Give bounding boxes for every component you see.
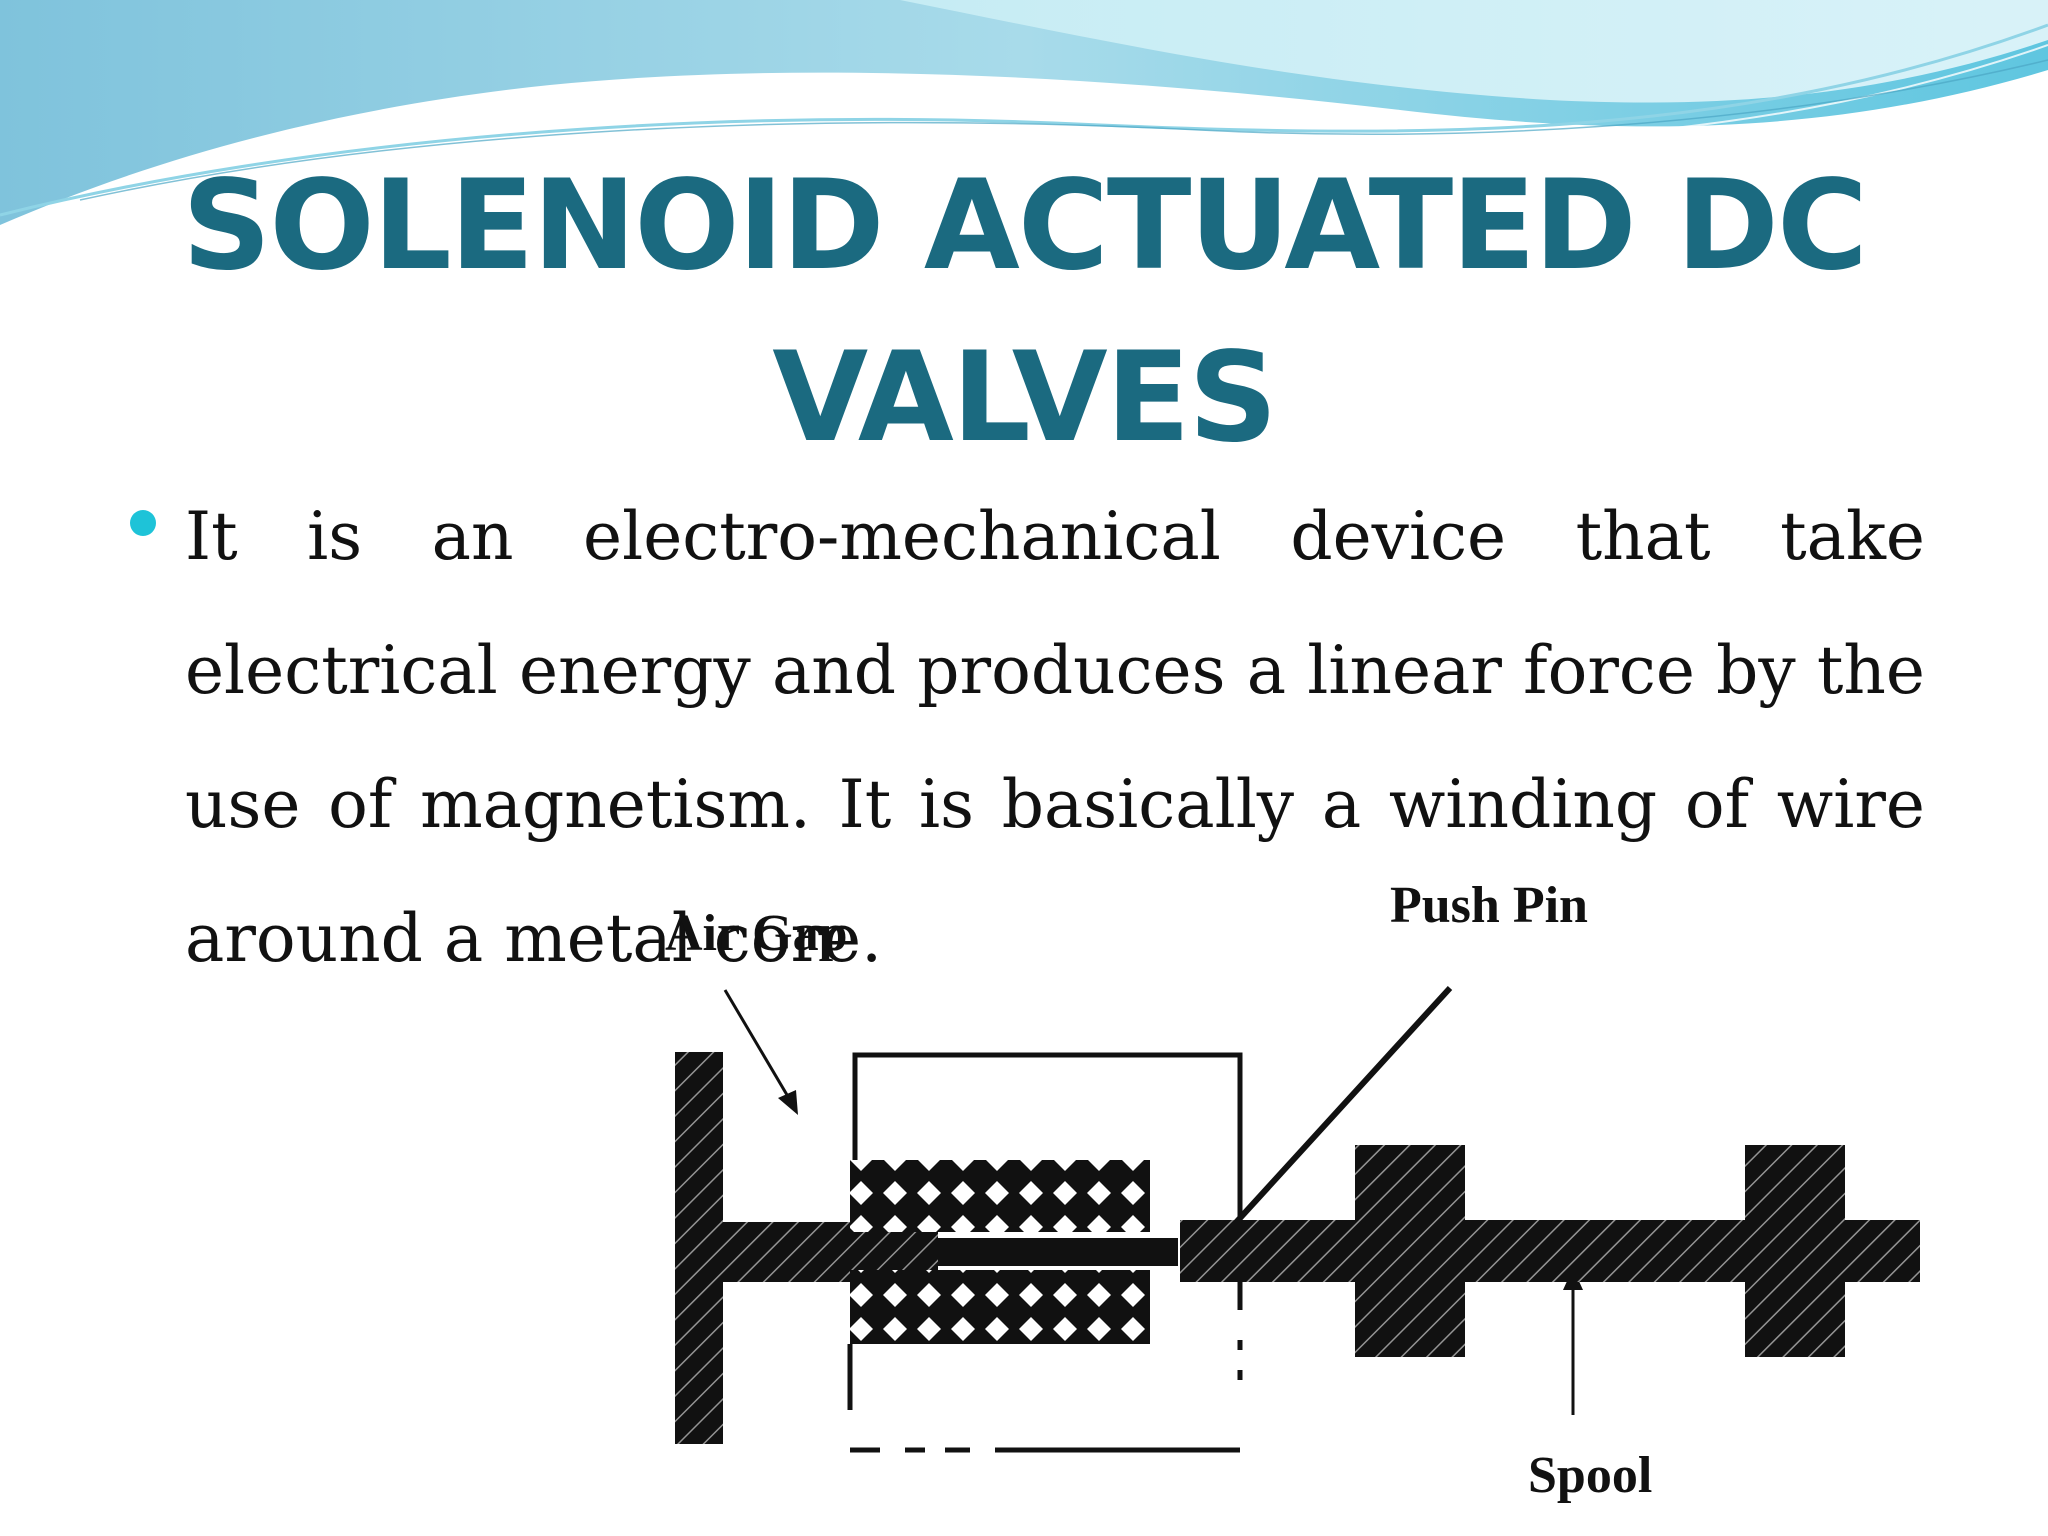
slide-title: SOLENOID ACTUATED DC VALVES — [0, 140, 2048, 484]
bullet-text: It is an electro-mechanical device that … — [185, 498, 1925, 977]
air-gap-label: Air Gap — [665, 905, 848, 962]
spool-land-right — [1745, 1145, 1845, 1357]
spool-label: Spool — [1528, 1447, 1652, 1504]
solenoid-housing — [847, 1052, 1243, 1453]
title-line-1: SOLENOID ACTUATED DC — [182, 154, 1868, 298]
coil-bottom — [850, 1270, 1150, 1344]
spool-land-left — [1355, 1145, 1465, 1357]
push-pin — [938, 1238, 1178, 1266]
push-pin-leader — [1217, 985, 1453, 1243]
air-gap-arrow — [723, 989, 798, 1115]
coil-top — [850, 1160, 1150, 1232]
solenoid-valve-diagram: Air Gap Push Pin Spool — [665, 877, 1920, 1504]
core-plate — [675, 1052, 723, 1444]
title-line-2: VALVES — [772, 326, 1277, 470]
spool-arrow — [1563, 1268, 1583, 1415]
header-wave-decoration — [0, 0, 2048, 231]
push-pin-label: Push Pin — [1390, 877, 1588, 934]
bullet-icon — [130, 510, 156, 536]
